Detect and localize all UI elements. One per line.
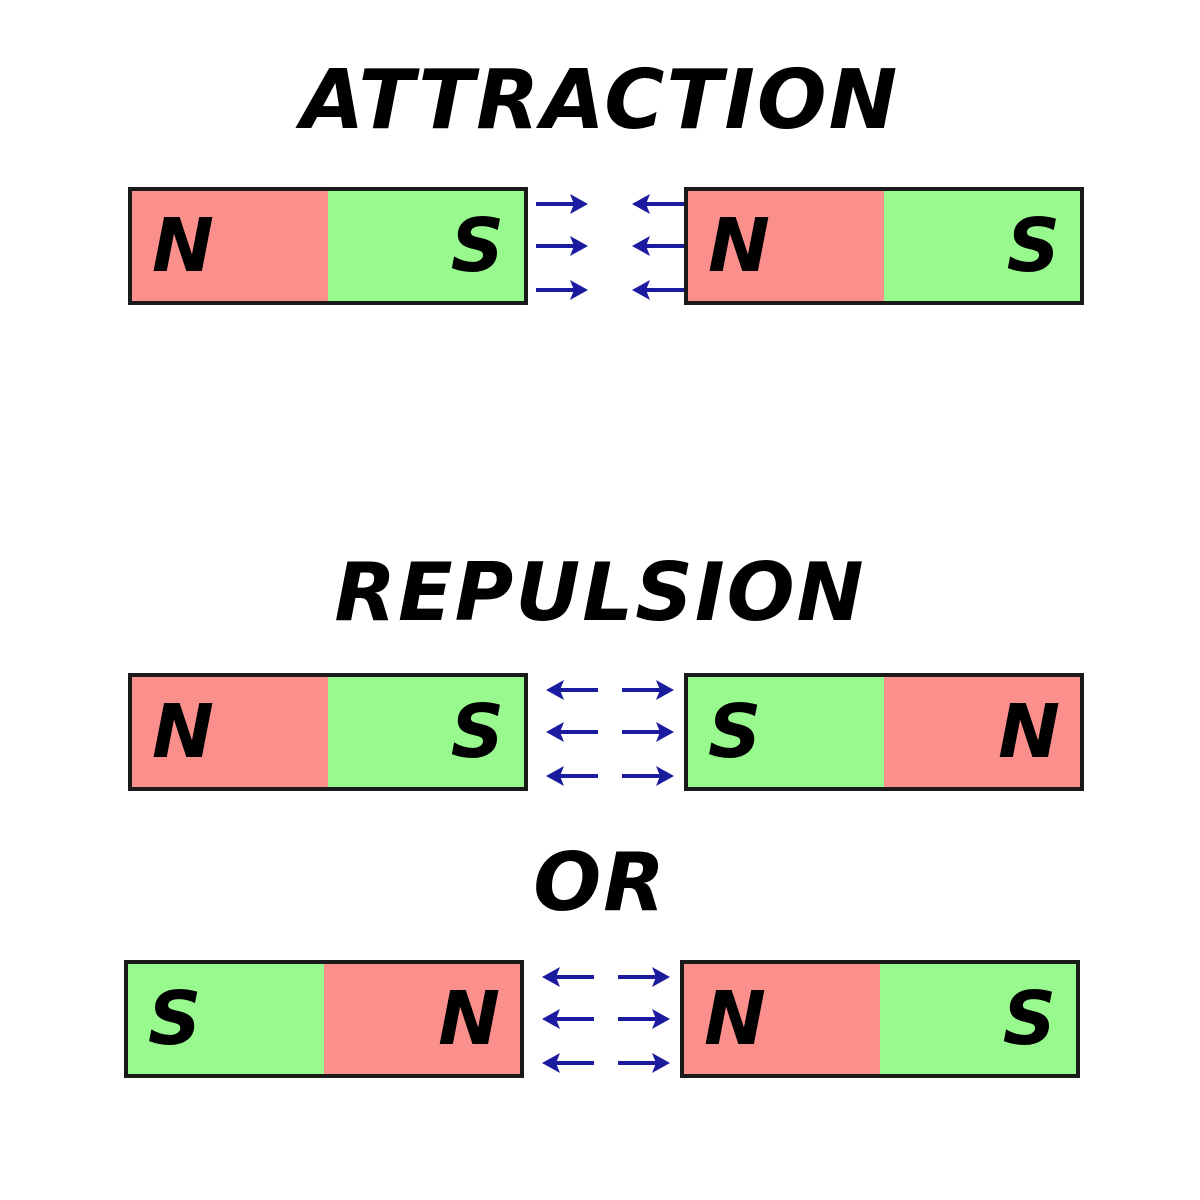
magnet: N S <box>128 673 528 791</box>
magnet-pole-right: N <box>884 677 1080 787</box>
arrow-right-icon <box>618 1053 670 1073</box>
pole-label: S <box>148 976 202 1062</box>
pole-label: S <box>450 689 504 775</box>
magnet: N S <box>128 187 528 305</box>
force-arrows-left <box>532 673 602 793</box>
attraction-heading: ATTRACTION <box>300 53 900 148</box>
magnet-pole-right: S <box>328 677 524 787</box>
pole-label: S <box>450 203 504 289</box>
pole-label: N <box>998 689 1060 775</box>
magnet-pole-right: S <box>884 191 1080 301</box>
pole-label: S <box>708 689 762 775</box>
pole-label: N <box>152 689 214 775</box>
force-arrows-left <box>532 187 602 307</box>
magnet-pole-right: N <box>324 964 520 1074</box>
arrow-left-icon <box>632 280 684 300</box>
arrow-right-icon <box>622 722 674 742</box>
arrow-left-icon <box>546 722 598 742</box>
arrow-left-icon <box>542 1053 594 1073</box>
magnet-pole-left: N <box>132 191 328 301</box>
arrow-left-icon <box>542 1009 594 1029</box>
magnet: S N <box>124 960 524 1078</box>
magnet-pole-left: S <box>688 677 884 787</box>
arrow-left-icon <box>632 194 684 214</box>
force-arrows-right <box>618 673 688 793</box>
magnet-pole-right: S <box>328 191 524 301</box>
arrow-right-icon <box>622 766 674 786</box>
magnet-pole-left: S <box>128 964 324 1074</box>
magnet: N S <box>684 187 1084 305</box>
pole-label: S <box>1006 203 1060 289</box>
arrow-left-icon <box>546 766 598 786</box>
force-arrows-left <box>528 960 598 1080</box>
pole-label: N <box>438 976 500 1062</box>
force-arrows-right <box>614 960 684 1080</box>
magnet: S N <box>684 673 1084 791</box>
magnet-pole-left: N <box>688 191 884 301</box>
arrow-left-icon <box>632 236 684 256</box>
arrow-right-icon <box>622 680 674 700</box>
arrow-left-icon <box>546 680 598 700</box>
repulsion-heading: REPULSION <box>334 546 866 639</box>
arrow-right-icon <box>618 1009 670 1029</box>
magnet-pole-left: N <box>132 677 328 787</box>
or-heading: OR <box>533 836 667 929</box>
magnet: N S <box>680 960 1080 1078</box>
arrow-right-icon <box>536 280 588 300</box>
pole-label: N <box>704 976 766 1062</box>
arrow-left-icon <box>542 967 594 987</box>
pole-label: N <box>708 203 770 289</box>
arrow-right-icon <box>618 967 670 987</box>
arrow-right-icon <box>536 194 588 214</box>
pole-label: N <box>152 203 214 289</box>
magnet-pole-left: N <box>684 964 880 1074</box>
magnet-pole-right: S <box>880 964 1076 1074</box>
force-arrows-right <box>618 187 688 307</box>
arrow-right-icon <box>536 236 588 256</box>
pole-label: S <box>1002 976 1056 1062</box>
